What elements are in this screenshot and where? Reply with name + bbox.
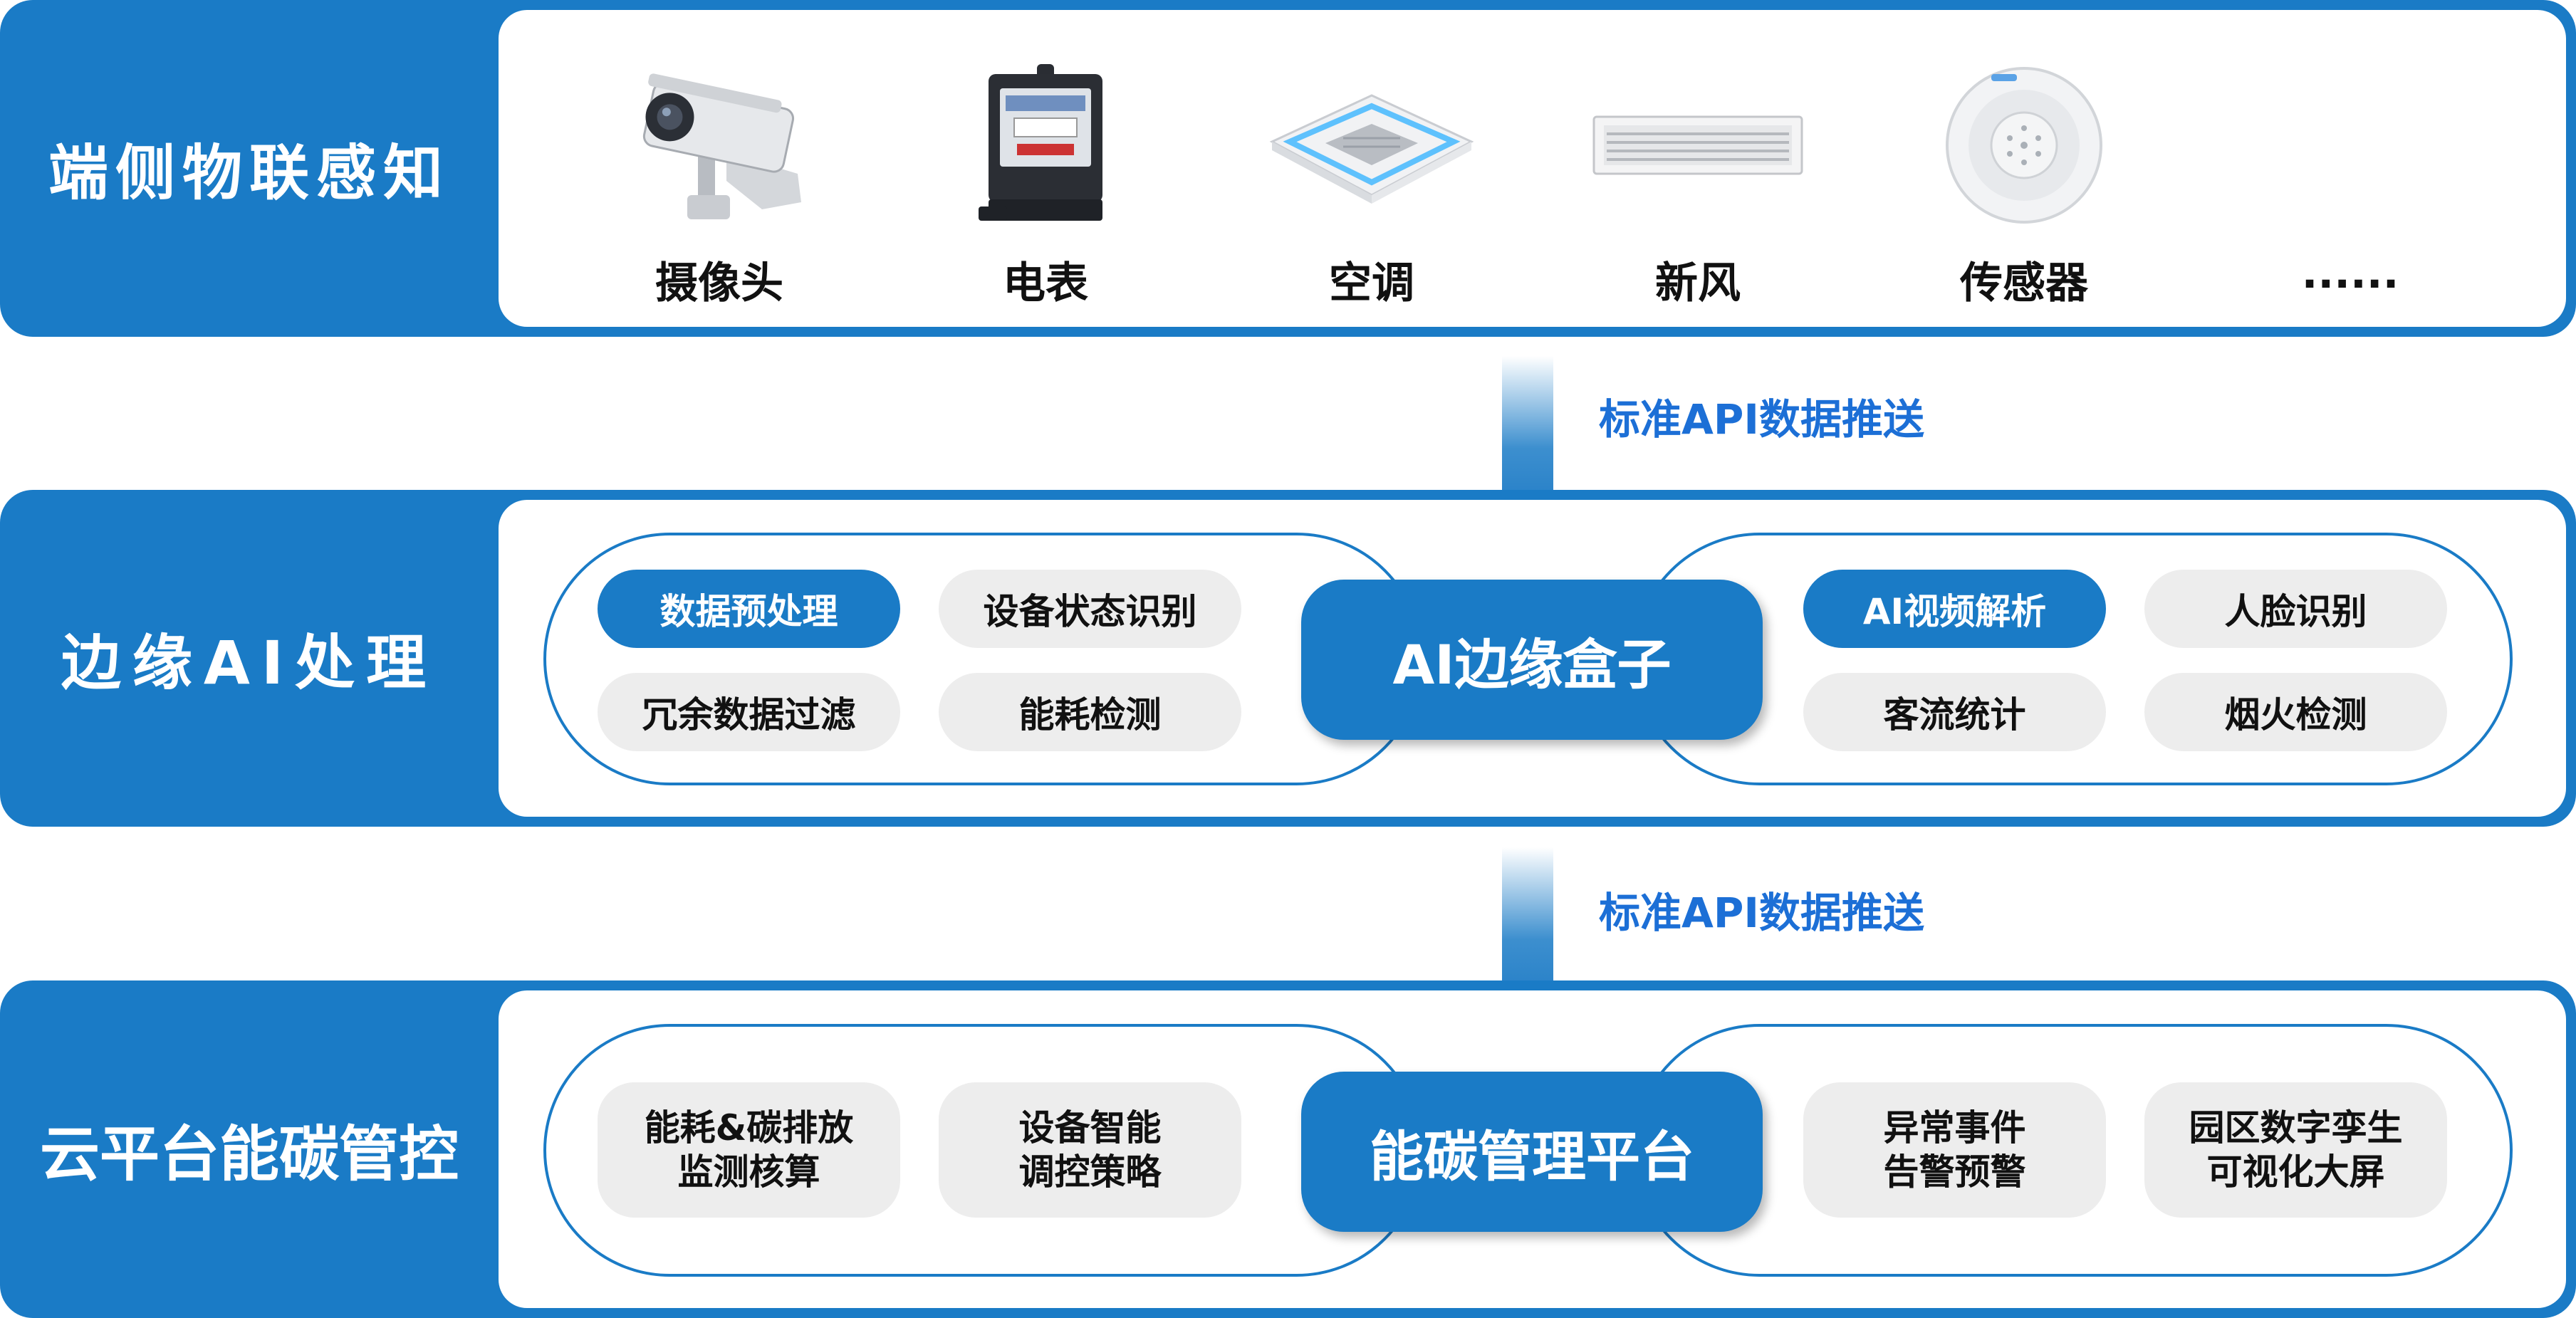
function-pill: 设备状态识别 [939,570,1241,648]
function-pill: 能耗&碳排放 监测核算 [598,1082,900,1218]
device-sensor: 传感器 [1910,53,2138,309]
function-pill: 园区数字孪生 可视化大屏 [2144,1082,2447,1218]
layer-device-perception: 端侧物联感知 摄像头 [0,0,2576,337]
layer-title: 云平台能碳管控 [39,1119,459,1189]
edge-left-group: 数据预处理 设备状态识别 冗余数据过滤 能耗检测 [543,533,1423,785]
function-pill: 人脸识别 [2144,570,2447,648]
function-pill: AI视频解析 [1803,570,2106,648]
device-label: 新风 [1655,258,1741,308]
function-pill: 异常事件 告警预警 [1803,1082,2106,1218]
ceiling-air-conditioner-icon [1258,53,1486,238]
device-label: 电表 [1003,258,1088,308]
edge-box-node: AI边缘盒子 [1301,580,1763,740]
device-label: 传感器 [1960,258,2088,308]
connector-label: 标准API数据推送 [1599,395,1924,444]
edge-right-group: AI视频解析 人脸识别 客流统计 烟火检测 [1633,533,2513,785]
device-label: 空调 [1329,258,1414,308]
device-air-conditioner: 空调 [1258,53,1486,309]
device-meter: 电表 [932,53,1159,309]
connector-label: 标准API数据推送 [1599,889,1924,937]
layer-title: 端侧物联感知 [48,138,450,208]
layer-title: 边缘AI处理 [61,628,438,698]
device-more: ...... [2236,53,2464,309]
security-camera-icon [605,53,833,238]
device-label-more: ...... [2301,249,2399,298]
cloud-right-group: 异常事件 告警预警 园区数字孪生 可视化大屏 [1633,1024,2513,1277]
device-fresh-air: 新风 [1584,53,1812,309]
smoke-sensor-icon [1910,53,2138,238]
fresh-air-vent-icon [1584,53,1812,238]
device-panel: 摄像头 电表 [499,10,2566,327]
platform-node: 能碳管理平台 [1301,1072,1763,1232]
device-camera: 摄像头 [605,53,833,309]
function-pill: 客流统计 [1803,673,2106,751]
cloud-left-group: 能耗&碳排放 监测核算 设备智能 调控策略 [543,1024,1423,1277]
function-pill: 冗余数据过滤 [598,673,900,751]
electric-meter-icon [932,53,1159,238]
device-label: 摄像头 [655,258,783,308]
function-pill: 烟火检测 [2144,673,2447,751]
function-pill: 数据预处理 [598,570,900,648]
function-pill: 能耗检测 [939,673,1241,751]
function-pill: 设备智能 调控策略 [939,1082,1241,1218]
